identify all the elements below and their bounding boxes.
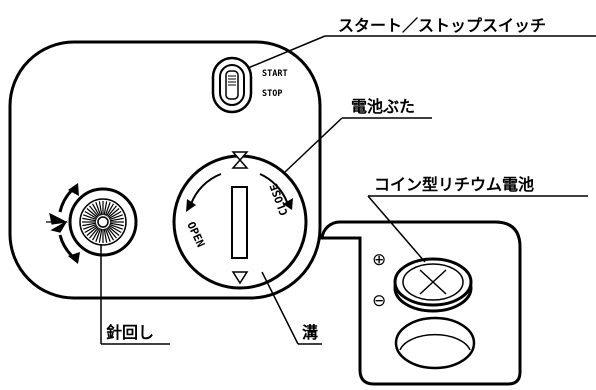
close-arrow-head (283, 198, 293, 210)
knob-serration (89, 205, 99, 218)
open-arrow-icon (190, 173, 222, 205)
knob-arrow-down-head (68, 252, 80, 264)
close-arrow-icon (259, 173, 288, 203)
knob-pivot-icon (46, 212, 68, 233)
knob-serration (91, 203, 101, 217)
groove-bottom-icon (231, 271, 249, 285)
groove-leader-line (261, 271, 322, 345)
knob-serration (105, 203, 115, 217)
needle-knob-callout-label: 針回し (106, 323, 154, 342)
knob-serration (109, 217, 124, 222)
knob-serration (107, 226, 117, 239)
knob-serration (108, 210, 122, 220)
knob-serration (105, 227, 115, 241)
coin-battery-leader-line (367, 195, 588, 263)
start-stop-switch (211, 56, 253, 114)
battery-cover-leader-line (284, 117, 432, 173)
knob-serration (91, 227, 101, 241)
knob-serration (103, 201, 108, 216)
knob-serration (103, 228, 108, 243)
knob-serration (86, 226, 99, 236)
battery-cover-callout-label: 電池ぶた (351, 97, 415, 116)
switch-leader-line (247, 35, 596, 69)
knob-arrow-up-head (68, 183, 79, 196)
knob-serration (109, 214, 123, 221)
knob-serration (86, 208, 99, 218)
knob-serration (107, 226, 120, 236)
knob-serration (107, 205, 117, 218)
coin-battery (393, 257, 473, 313)
plus-icon: ⊕ (372, 250, 386, 270)
switch-callout-label: スタート／ストップスイッチ (338, 16, 546, 35)
knob-serration (98, 201, 103, 216)
knob-serration (109, 222, 124, 227)
groove-top-icon (231, 151, 249, 169)
knob-serration (84, 224, 98, 234)
battery-cavity (394, 316, 476, 370)
knob-serration (104, 228, 111, 242)
switch-start-label: START (262, 69, 288, 79)
battery-cover (172, 151, 308, 290)
knob-serration (83, 214, 97, 221)
coin-battery-callout-label: コイン型リチウム電池 (374, 175, 534, 194)
switch-stop-label: STOP (262, 89, 282, 99)
knob-serration (107, 208, 120, 218)
knob-serration (82, 222, 97, 227)
groove-callout-label: 溝 (302, 323, 318, 342)
knob-serration (95, 228, 102, 242)
needle-knob-leader-line (100, 244, 170, 345)
knob-serration (104, 202, 111, 216)
minus-icon: ⊖ (372, 291, 386, 311)
knob-serration (84, 210, 98, 220)
knob-serration (89, 226, 99, 239)
knob-serration (98, 228, 103, 243)
needle-knob (68, 187, 138, 257)
knob-serration (108, 224, 122, 234)
knob-serration (95, 202, 102, 216)
knob-serration (82, 217, 97, 222)
knob-serration (109, 223, 123, 230)
open-arrow-head (186, 199, 196, 212)
knob-serration (83, 223, 97, 230)
